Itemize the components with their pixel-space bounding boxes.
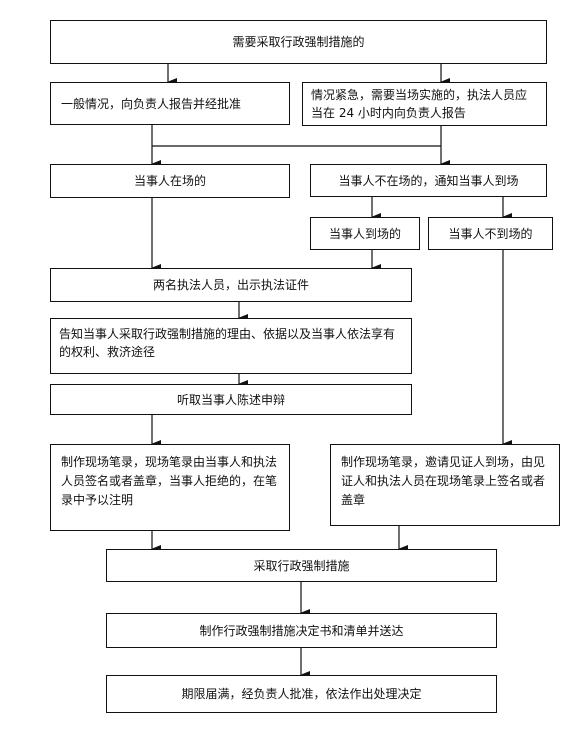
node-take-measure-label: 采取行政强制措施 — [253, 558, 350, 573]
node-record-party: 制作现场笔录，现场笔录由当事人和执法人员签名或者盖章，当事人拒绝的，在笔录中予以… — [50, 444, 290, 531]
node-not-arrive: 当事人不到场的 — [428, 217, 553, 250]
node-urgent: 情况紧急，需要当场实施的，执法人员应当在 24 小时内向负责人报告 — [302, 82, 547, 126]
node-inform: 告知当事人采取行政强制措施的理由、依据以及当事人依法享有的权利、救济途径 — [50, 318, 412, 374]
node-expire: 期限届满，经负责人批准，依法作出处理决定 — [106, 675, 497, 713]
node-record-party-label: 制作现场笔录，现场笔录由当事人和执法人员签名或者盖章，当事人拒绝的，在笔录中予以… — [61, 455, 278, 507]
node-two-officers-label: 两名执法人员，出示执法证件 — [152, 278, 309, 292]
node-present: 当事人在场的 — [50, 164, 290, 198]
node-decision: 制作行政强制措施决定书和清单并送达 — [106, 613, 497, 648]
node-urgent-label: 情况紧急，需要当场实施的，执法人员应当在 24 小时内向负责人报告 — [311, 88, 528, 120]
node-record-witness: 制作现场笔录，邀请见证人到场，由见证人和执法人员在现场笔录上签名或者盖章 — [330, 444, 560, 526]
node-absent: 当事人不在场的，通知当事人到场 — [310, 164, 547, 197]
node-start: 需要采取行政强制措施的 — [50, 20, 547, 64]
node-two-officers: 两名执法人员，出示执法证件 — [50, 268, 412, 302]
node-normal-label: 一般情况，向负责人报告并经批准 — [61, 96, 242, 111]
node-normal: 一般情况，向负责人报告并经批准 — [50, 82, 290, 125]
node-expire-label: 期限届满，经负责人批准，依法作出处理决定 — [181, 687, 422, 701]
node-not-arrive-label: 当事人不到场的 — [448, 226, 533, 241]
node-record-witness-label: 制作现场笔录，邀请见证人到场，由见证人和执法人员在现场笔录上签名或者盖章 — [341, 455, 546, 507]
node-arrives: 当事人到场的 — [310, 217, 420, 250]
node-present-label: 当事人在场的 — [133, 174, 206, 188]
node-arrives-label: 当事人到场的 — [328, 226, 401, 241]
node-hear-label: 听取当事人陈述申辩 — [176, 392, 285, 407]
node-take-measure: 采取行政强制措施 — [106, 549, 497, 582]
node-hear: 听取当事人陈述申辩 — [50, 384, 412, 415]
node-absent-label: 当事人不在场的，通知当事人到场 — [338, 173, 519, 188]
node-inform-label: 告知当事人采取行政强制措施的理由、依据以及当事人依法享有的权利、救济途径 — [59, 327, 396, 359]
node-start-label: 需要采取行政强制措施的 — [232, 35, 365, 49]
node-decision-label: 制作行政强制措施决定书和清单并送达 — [199, 623, 404, 638]
